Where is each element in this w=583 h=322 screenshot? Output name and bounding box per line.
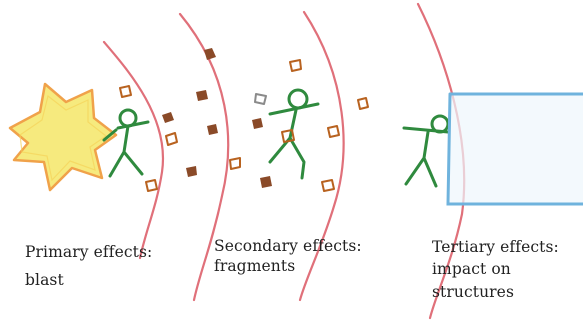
- person-tertiary-icon: [404, 116, 448, 186]
- debris-icon: [204, 48, 216, 60]
- debris-icon: [260, 176, 272, 188]
- label-tertiary-line2: impact on: [432, 258, 559, 280]
- label-tertiary-line1: Tertiary effects:: [432, 236, 559, 258]
- debris-icon: [328, 126, 339, 137]
- structure-wall-icon: [448, 94, 583, 204]
- label-secondary-line2: fragments: [214, 256, 362, 276]
- label-tertiary-effects: Tertiary effects: impact on structures: [432, 236, 559, 303]
- debris-icon: [162, 112, 174, 123]
- debris-icon: [322, 180, 334, 191]
- label-primary-line2: blast: [25, 268, 152, 292]
- label-secondary-effects: Secondary effects: fragments: [214, 236, 362, 276]
- label-secondary-line1: Secondary effects:: [214, 236, 362, 256]
- person-secondary-icon: [270, 90, 318, 178]
- label-tertiary-line3: structures: [432, 281, 559, 303]
- label-primary-line1: Primary effects:: [25, 240, 152, 264]
- debris-icon: [186, 166, 197, 177]
- debris-icon: [290, 60, 301, 71]
- debris-icon: [230, 158, 240, 169]
- debris-icon: [252, 118, 263, 129]
- label-primary-effects: Primary effects: blast: [25, 240, 152, 292]
- debris-icon: [255, 94, 266, 104]
- debris-icon: [120, 86, 131, 97]
- explosion-star-icon: [10, 84, 116, 190]
- wave-arc-1: [104, 42, 163, 258]
- debris-icon: [358, 98, 368, 109]
- debris-icon: [166, 133, 177, 145]
- debris-icon: [196, 90, 208, 101]
- debris-icon: [207, 124, 218, 135]
- person-primary-icon: [104, 110, 148, 176]
- debris-icon: [282, 130, 294, 142]
- debris-icon: [146, 180, 157, 191]
